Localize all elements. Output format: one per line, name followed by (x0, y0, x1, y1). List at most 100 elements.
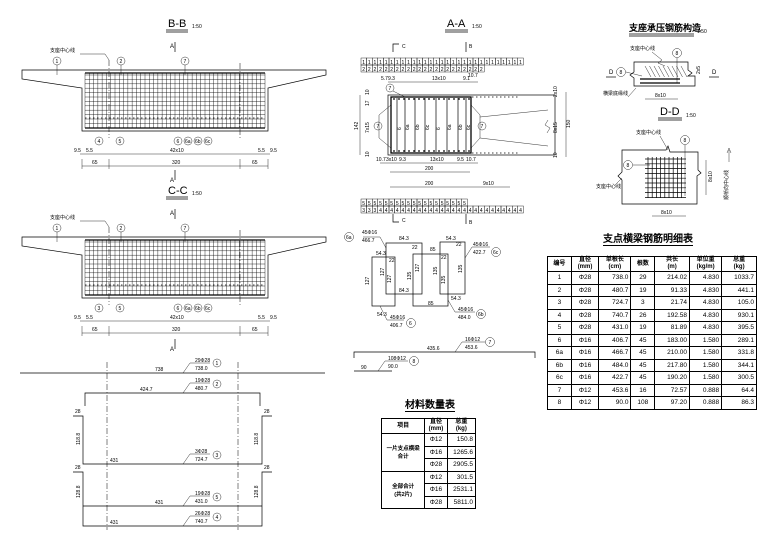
table-cell: Φ28 (570, 308, 600, 322)
bar-dot (393, 98, 395, 100)
label: 118.8 (76, 433, 82, 445)
label: 7 (377, 124, 380, 130)
dimension: 65 (92, 327, 98, 333)
material-table-title: 材料数量表 (405, 396, 455, 412)
table-cell: 29 (630, 271, 656, 285)
label: 84.3 (399, 236, 409, 242)
bar-mark-label: 6 (177, 139, 180, 145)
bar-mark-label: 6c (205, 139, 211, 145)
cut-label: A (170, 178, 174, 184)
label: 8 (620, 70, 623, 76)
bar-mark-label: 2 (120, 226, 123, 232)
strip-cell-label: 1 (474, 60, 477, 66)
label: 6 (409, 321, 412, 327)
table-cell: 183.00 (654, 333, 690, 347)
strip-cell-label: 4 (469, 208, 472, 214)
strip-cell-label: 4 (424, 208, 427, 214)
dimension: 2x10 (553, 86, 559, 97)
strip-cell-label: 3 (368, 208, 371, 214)
label: 4 (216, 515, 219, 521)
label: 8 (684, 138, 687, 144)
label: 8x10 (708, 171, 714, 182)
strip-cell-label: 5 (379, 201, 382, 207)
label: 19Φ28 (195, 378, 210, 384)
table-header-cell: 单位重(kg/m) (688, 256, 723, 272)
label: 128.8 (76, 485, 82, 498)
table-cell: 45 (630, 346, 656, 360)
dimension: 9.3 (399, 157, 406, 163)
bar-mark (115, 303, 125, 313)
dimension: 9.5 (457, 157, 464, 163)
bar-dot (418, 150, 420, 152)
bar-dot (448, 150, 450, 152)
strip-cell-label: 2 (418, 67, 421, 73)
label: 406.7 (390, 323, 403, 329)
strip-cell-label: 4 (430, 208, 433, 214)
strip-cell-label: 2 (413, 67, 416, 73)
dimension: 5.5 (86, 148, 93, 154)
dimension: 5.7 (381, 76, 388, 82)
bar-mark (173, 303, 183, 313)
bar-6c-shape (439, 241, 466, 295)
strip-cell-label: 1 (519, 60, 522, 66)
strip-cell-label: 1 (435, 60, 438, 66)
strip-cell-label: 4 (486, 208, 489, 214)
strip-cell-label: 1 (441, 60, 444, 66)
hatch-line (676, 65, 683, 78)
strip-cell-label: 5 (385, 201, 388, 207)
bar-dot (403, 150, 405, 152)
strip-cell-label: 5 (368, 201, 371, 207)
label: 6c (493, 250, 499, 256)
dimension: 142 (354, 121, 360, 130)
label: 135 (441, 275, 447, 284)
bar-dot (398, 98, 400, 100)
table-cell: 一片支点横梁合计 (380, 433, 426, 472)
label: 8x10 (655, 93, 666, 99)
bar-dot (403, 98, 405, 100)
table-cell: 2905.5 (446, 458, 477, 472)
label: 8 (627, 163, 630, 169)
label: 54.3 (377, 312, 387, 318)
label: 200 (425, 166, 434, 172)
label: 45Φ16 (458, 307, 473, 313)
table-cell: 0.888 (688, 383, 723, 397)
table-cell: Φ28 (570, 321, 600, 335)
support-centerline-label: 支座中心线 (50, 47, 75, 54)
bar-mark (183, 136, 193, 146)
strip-cell-label: 1 (446, 60, 449, 66)
stirrup-shapes: 84.3 54.3 85 54.3 84.3 85 54.3 54.3 22 2… (344, 230, 536, 372)
table-cell: 16 (630, 383, 656, 397)
label: 16Φ12 (465, 337, 480, 343)
label: 1:50 (686, 113, 696, 119)
table-cell: 192.58 (654, 308, 690, 322)
table-cell: 190.20 (654, 371, 690, 385)
label: D-D (660, 106, 680, 118)
dimension: 10 (553, 152, 559, 158)
strip-cell-label: 1 (452, 60, 455, 66)
strip-cell-label: 4 (446, 208, 449, 214)
strip-cell-label: 5 (424, 201, 427, 207)
strip-cell-label: 5 (452, 201, 455, 207)
table-cell: 406.7 (598, 333, 632, 347)
dimension: 17 (365, 100, 371, 106)
table-cell: Φ12 (570, 383, 600, 397)
beam-outline (21, 69, 327, 132)
strip-cell-label: 4 (413, 208, 416, 214)
strip-cell-label: 1 (402, 60, 405, 66)
table-cell: 90.0 (598, 396, 632, 410)
table-cell: 453.6 (598, 383, 632, 397)
dimension: 42x10 (170, 315, 184, 321)
label: 7 (481, 124, 484, 130)
label: 1:50 (697, 29, 707, 35)
dimension: 9.3 (388, 76, 395, 82)
strip-cell-label: 4 (519, 208, 522, 214)
label: 8 (413, 359, 416, 365)
label: 22 (412, 245, 418, 251)
label: B (469, 220, 473, 226)
table-cell: 724.7 (598, 296, 632, 310)
